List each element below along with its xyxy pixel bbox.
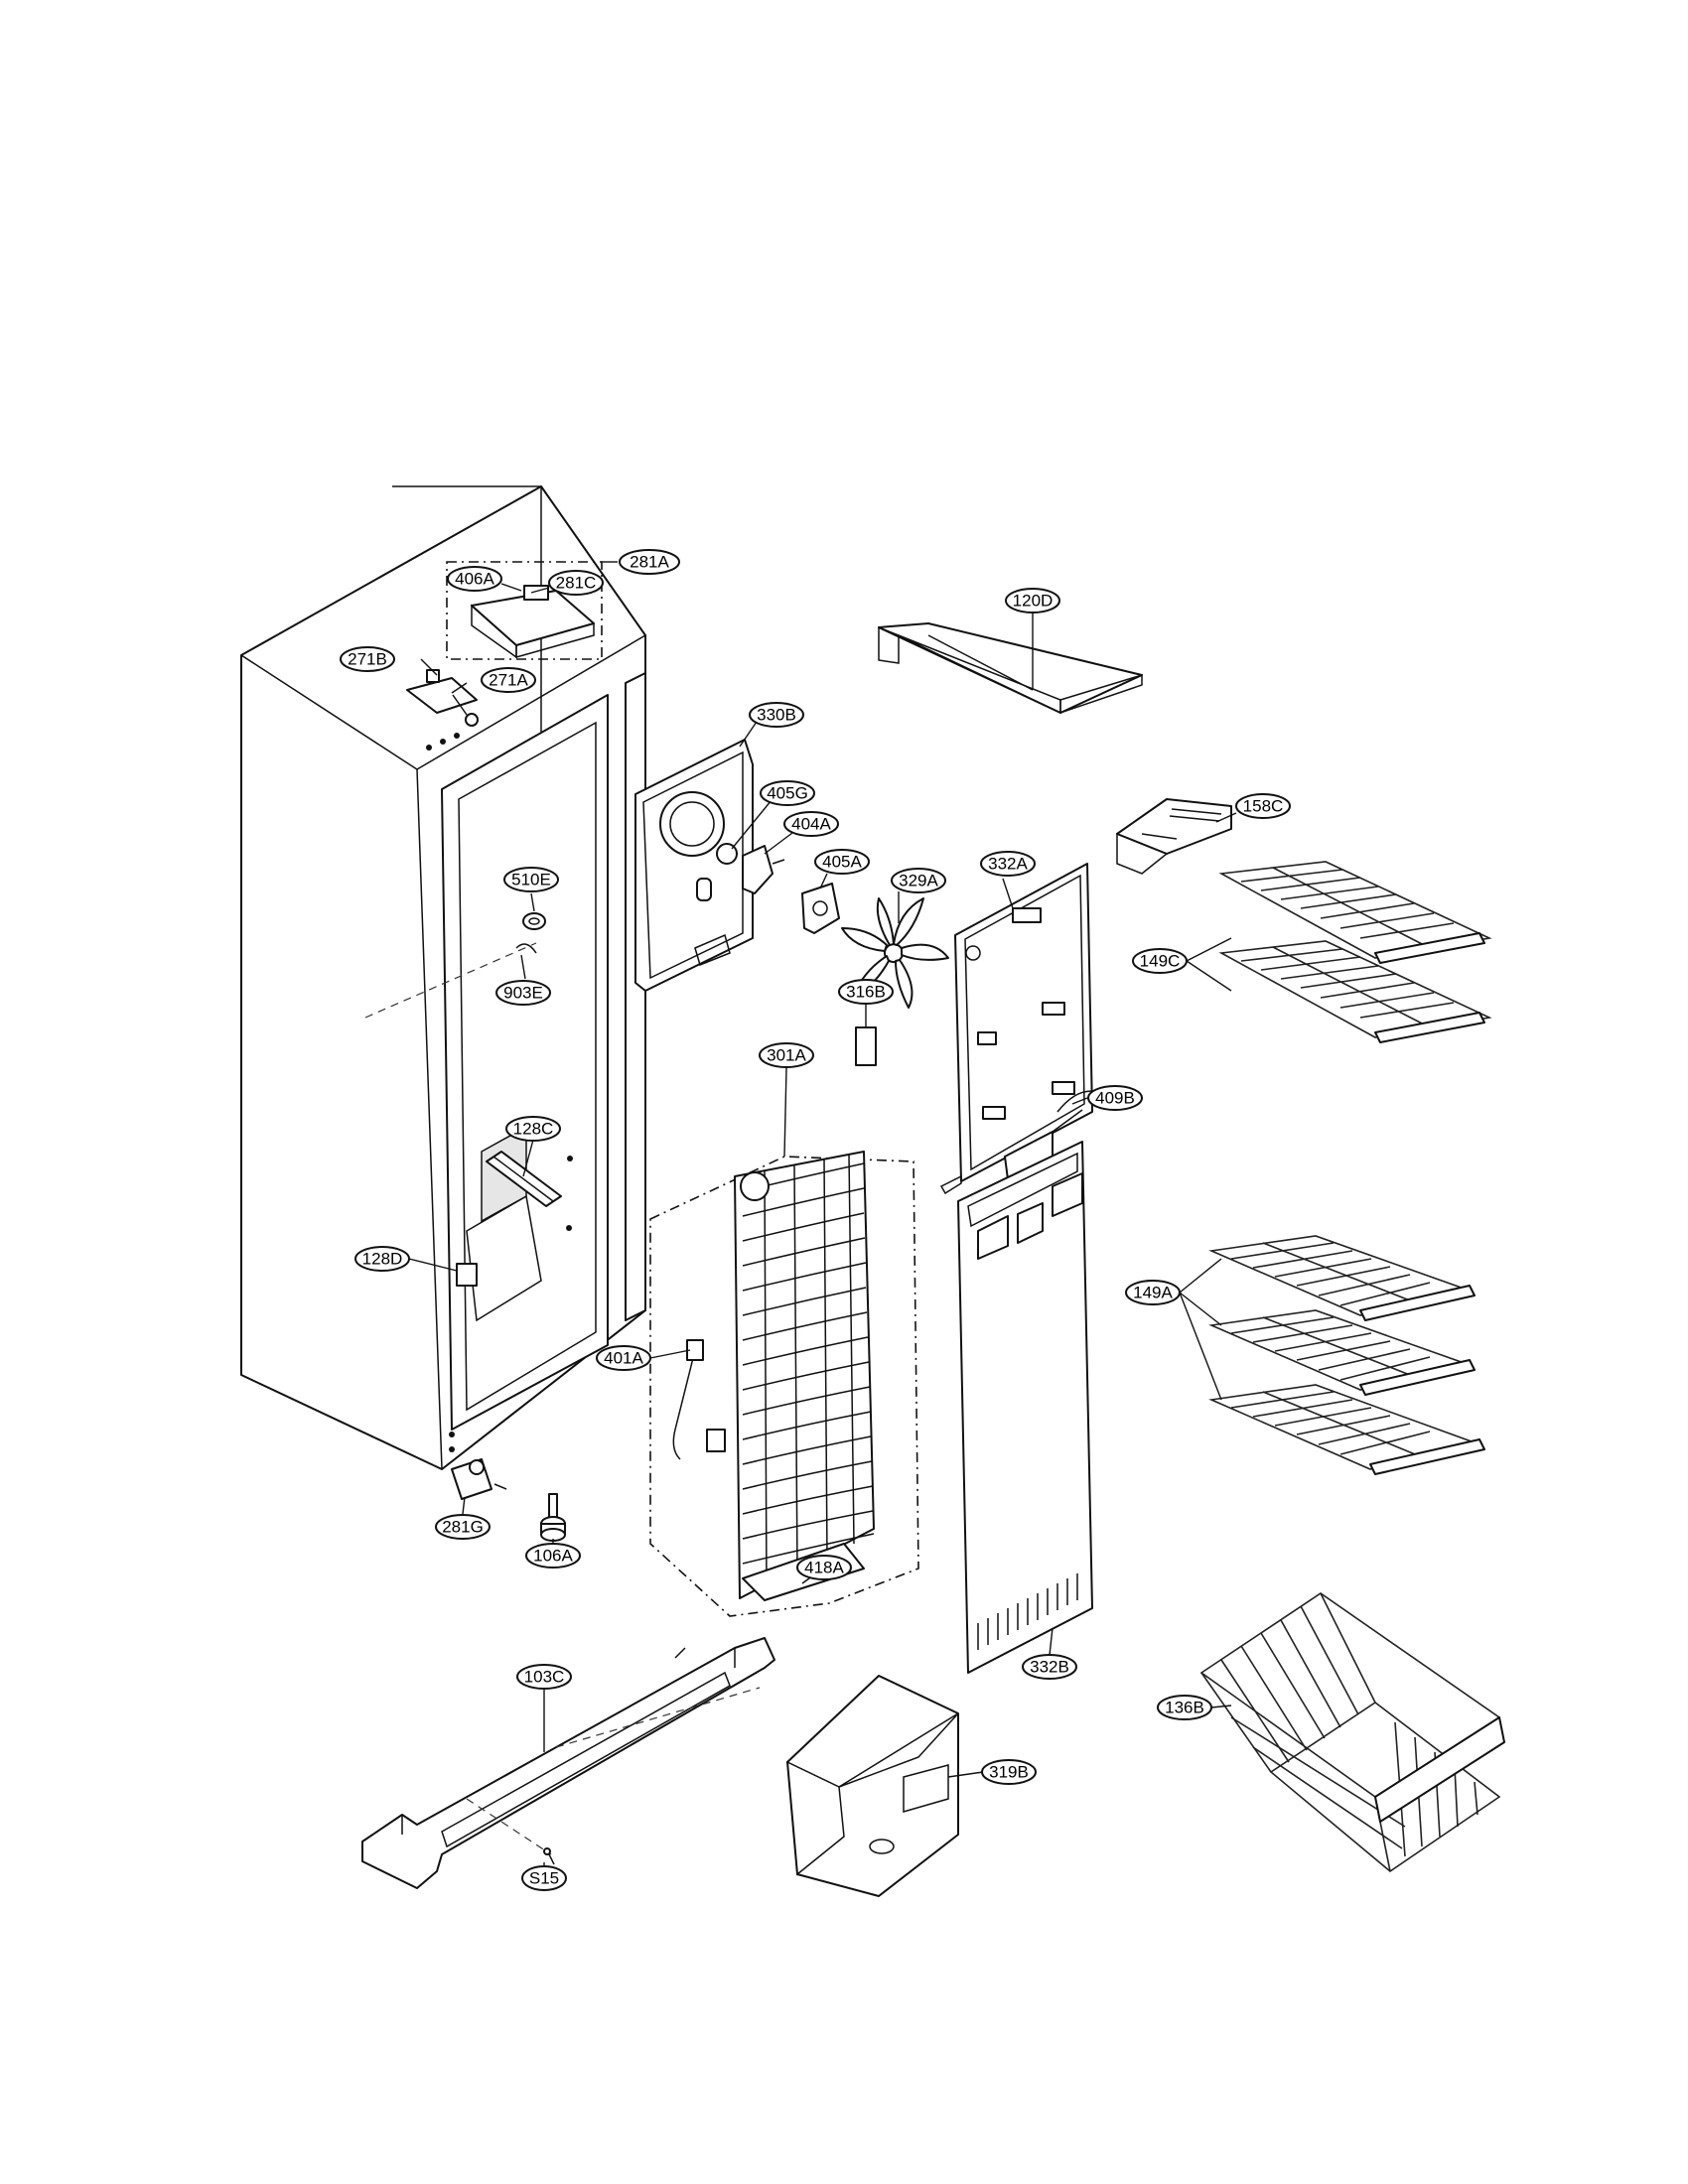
callout-128D: 128D: [354, 1246, 410, 1272]
callout-903E-text: 903E: [503, 984, 543, 1003]
callout-510E: 510E: [503, 867, 559, 892]
callout-281C: 281C: [548, 570, 604, 596]
part-120D: [878, 622, 1143, 715]
callout-281G: 281G: [435, 1514, 491, 1540]
callout-510E-text: 510E: [511, 871, 551, 889]
part-510E: [522, 912, 546, 930]
screw-guide: [466, 1798, 552, 1855]
callout-301A: 301A: [759, 1042, 814, 1068]
part-149A-shelves: [1208, 1235, 1485, 1475]
guide-line: [364, 942, 537, 1019]
callout-106A: 106A: [525, 1543, 581, 1569]
callout-406A-text: 406A: [455, 570, 494, 589]
leader-lines: [408, 583, 1237, 1866]
callout-329A: 329A: [891, 868, 946, 893]
part-106A: [540, 1493, 566, 1542]
part-281G: [451, 1458, 507, 1500]
part-332B: [957, 1141, 1093, 1674]
callout-106A-text: 106A: [533, 1547, 573, 1566]
part-316B: [855, 1026, 877, 1066]
part-332A: [939, 863, 1093, 1195]
callout-405A: 405A: [814, 849, 870, 875]
part-136B-basket: [1199, 1592, 1505, 1873]
part-158C: [1116, 798, 1232, 875]
callout-319B-text: 319B: [989, 1763, 1029, 1782]
callout-405A-text: 405A: [822, 853, 862, 872]
callout-103C-text: 103C: [524, 1668, 565, 1687]
part-404A-motor: [716, 843, 785, 894]
callout-149C-text: 149C: [1140, 952, 1181, 971]
part-128C: [486, 1151, 562, 1207]
callout-329A-text: 329A: [899, 872, 938, 890]
callout-158C-text: 158C: [1243, 797, 1284, 816]
callout-409B-text: 409B: [1095, 1089, 1135, 1108]
part-330B: [634, 739, 754, 992]
callout-401A: 401A: [596, 1345, 651, 1371]
callout-903E: 903E: [495, 980, 551, 1006]
callout-405G: 405G: [760, 780, 815, 806]
part-319B: [786, 1675, 959, 1897]
callout-404A: 404A: [783, 811, 839, 837]
callout-401A-text: 401A: [604, 1349, 643, 1368]
callout-418A: 418A: [796, 1555, 852, 1580]
callout-406A: 406A: [447, 566, 502, 592]
part-128D: [456, 1263, 478, 1287]
callout-103C: 103C: [516, 1664, 572, 1690]
callout-271B-text: 271B: [348, 650, 387, 669]
callout-281C-text: 281C: [556, 574, 597, 593]
callout-S15: S15: [521, 1865, 567, 1891]
callout-136B: 136B: [1157, 1695, 1212, 1720]
rail-guide: [555, 1687, 761, 1748]
callout-158C: 158C: [1235, 793, 1291, 819]
callout-330B: 330B: [749, 702, 804, 728]
callout-405G-text: 405G: [767, 784, 808, 803]
part-271A: [406, 669, 479, 727]
callout-149A: 149A: [1125, 1280, 1181, 1305]
callout-271B: 271B: [340, 646, 395, 672]
part-301A-evaporator: [649, 1151, 919, 1617]
callout-281A: 281A: [619, 549, 680, 575]
callout-330B-text: 330B: [757, 706, 796, 725]
callout-332A: 332A: [980, 851, 1036, 877]
callout-136B-text: 136B: [1165, 1699, 1204, 1717]
callout-120D-text: 120D: [1013, 592, 1054, 611]
callout-271A: 271A: [481, 667, 536, 693]
part-281A-assembly: [446, 561, 618, 660]
part-405A: [801, 883, 840, 934]
callout-332B-text: 332B: [1030, 1658, 1069, 1677]
callout-149A-text: 149A: [1133, 1284, 1173, 1302]
part-149C-shelves: [1218, 861, 1492, 1043]
callout-418A-text: 418A: [804, 1559, 844, 1577]
callout-128C: 128C: [505, 1116, 561, 1142]
callout-271A-text: 271A: [489, 671, 528, 690]
callout-301A-text: 301A: [767, 1046, 806, 1065]
cabinet: [240, 485, 646, 1470]
screw-S15: [543, 1847, 555, 1865]
callout-319B: 319B: [981, 1759, 1037, 1785]
callout-404A-text: 404A: [791, 815, 831, 834]
callout-281A-text: 281A: [630, 553, 669, 572]
part-903E: [515, 943, 537, 954]
callout-281G-text: 281G: [442, 1518, 484, 1537]
callout-316B: 316B: [838, 979, 894, 1005]
callout-120D: 120D: [1005, 588, 1060, 614]
callout-149C: 149C: [1132, 948, 1188, 974]
callout-316B-text: 316B: [846, 983, 886, 1002]
part-103C: [361, 1637, 775, 1889]
callout-S15-text: S15: [529, 1869, 559, 1888]
callout-332B: 332B: [1022, 1654, 1077, 1680]
callout-128C-text: 128C: [513, 1120, 554, 1139]
callout-332A-text: 332A: [988, 855, 1028, 874]
callout-128D-text: 128D: [362, 1250, 403, 1269]
callout-409B: 409B: [1087, 1085, 1143, 1111]
